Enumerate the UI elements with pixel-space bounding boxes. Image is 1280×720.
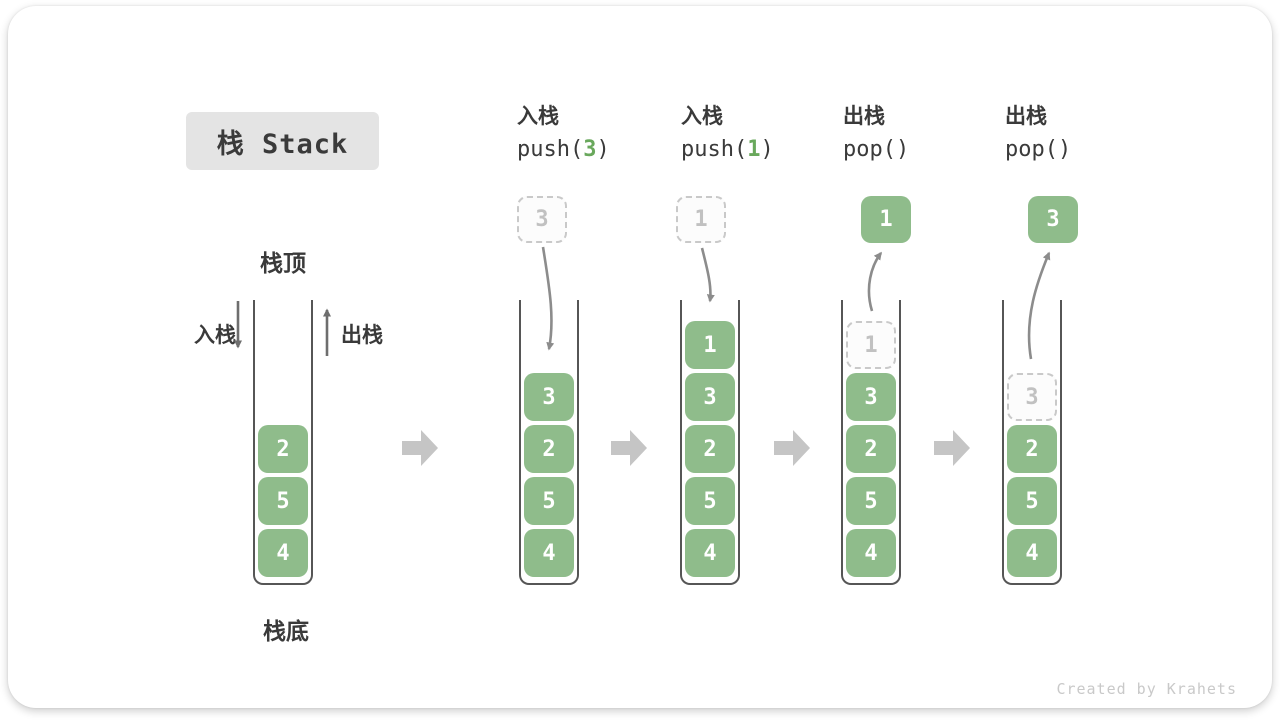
operation-label: 入栈 [681,104,723,128]
column-header: 入栈 push(3) [517,106,610,161]
code-close: ) [760,137,774,162]
diagram-title: 栈 Stack [186,112,379,170]
code-fn: push( [681,137,748,162]
stack-cell: 3 [685,373,735,421]
operation-label: 入栈 [517,104,559,128]
pop-direction-label: 出栈 [341,323,383,347]
stack-cell-ghost: 3 [1007,373,1057,421]
stack-cell: 5 [258,477,308,525]
stack-cell: 2 [846,425,896,473]
code-close: ) [596,137,610,162]
stack-cell-ghost: 1 [846,321,896,369]
operation-label: 出栈 [1005,104,1047,128]
code-close: ) [895,137,910,162]
stack-cell: 3 [524,373,574,421]
code-close: ) [1057,137,1072,162]
stack-cell: 2 [524,425,574,473]
operation-code: pop() [1005,139,1071,161]
column-header: 出栈 pop() [1005,106,1071,161]
floating-value-box: 1 [861,196,911,243]
code-fn: pop( [843,137,896,162]
operation-label: 出栈 [843,104,885,128]
code-fn: pop( [1005,137,1058,162]
stack-cell: 4 [1007,529,1057,577]
stack-cell: 4 [524,529,574,577]
operation-code: pop() [843,139,909,161]
code-arg: 3 [583,137,597,162]
watermark: Created by Krahets [1056,680,1237,698]
stack-top-label: 栈顶 [260,251,306,277]
diagram-title-text: 栈 Stack [216,128,349,160]
stack-cell: 5 [524,477,574,525]
operation-code: push(3) [517,139,610,161]
stack-cell: 4 [258,529,308,577]
floating-value-box: 3 [1028,196,1078,243]
code-arg: 1 [747,137,761,162]
stack-cell: 4 [685,529,735,577]
stack-cell: 5 [1007,477,1057,525]
stack-cell: 2 [258,425,308,473]
stack-cell: 4 [846,529,896,577]
stack-cell: 5 [685,477,735,525]
stack-well [519,300,579,585]
stack-well [680,300,740,585]
stack-cell: 2 [685,425,735,473]
column-header: 入栈 push(1) [681,106,774,161]
stack-cell: 1 [685,321,735,369]
stack-well [1002,300,1062,585]
operation-code: push(1) [681,139,774,161]
stack-well [841,300,901,585]
push-direction-label: 入栈 [194,323,236,347]
column-header: 出栈 pop() [843,106,909,161]
stack-cell: 2 [1007,425,1057,473]
floating-value-box: 3 [517,196,567,243]
stack-cell: 5 [846,477,896,525]
stack-well [253,300,313,585]
code-fn: push( [517,137,584,162]
stack-bottom-label: 栈底 [263,619,309,645]
floating-value-box: 1 [676,196,726,243]
stack-cell: 3 [846,373,896,421]
